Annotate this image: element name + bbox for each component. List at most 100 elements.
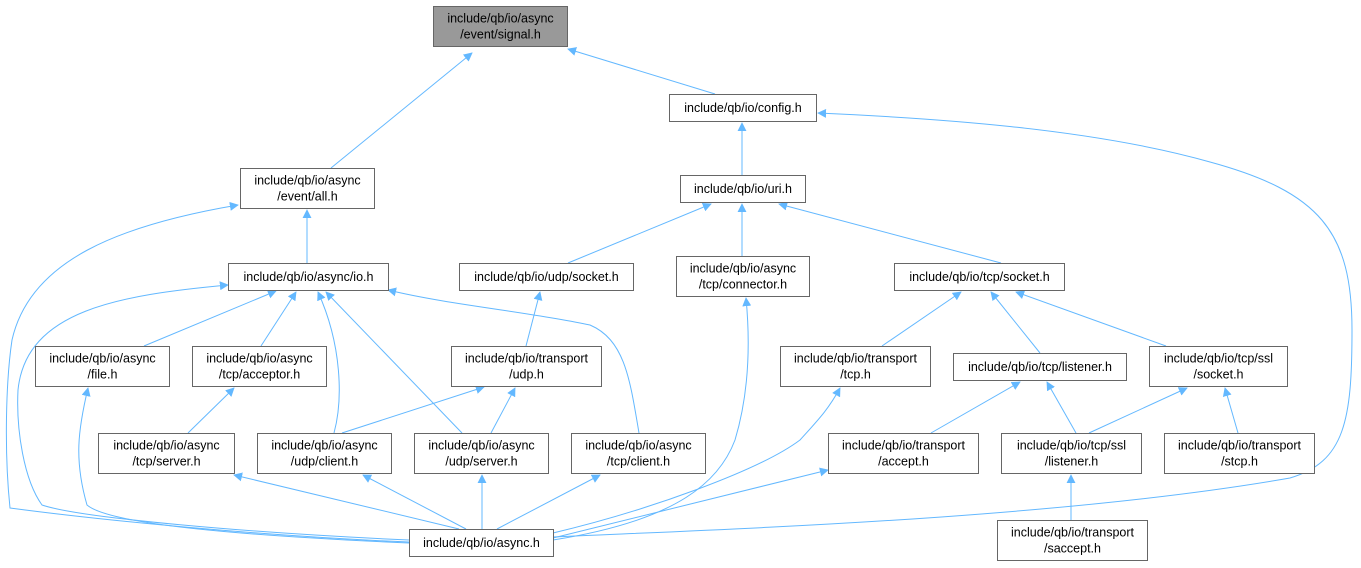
edge-async-to-io: [17, 281, 410, 541]
node-label: include/qb/io/uri.h: [694, 182, 792, 196]
node-label: /udp/client.h: [291, 455, 358, 469]
node-transstcp[interactable]: include/qb/io/transport/stcp.h: [1164, 433, 1315, 474]
node-label: include/qb/io/async: [428, 439, 534, 453]
edge-transaccept-to-tcplistener: [930, 381, 1021, 434]
edge-tcpacceptor-to-io: [260, 291, 297, 347]
node-label: include/qb/io/async.h: [423, 536, 540, 550]
node-transtcp[interactable]: include/qb/io/transport/tcp.h: [780, 346, 931, 387]
edge-sslsocket-to-tcpsocket: [1015, 290, 1167, 347]
node-box: [451, 346, 602, 387]
node-transudp[interactable]: include/qb/io/transport/udp.h: [451, 346, 602, 387]
edge-async-to-udpclient: [362, 474, 467, 530]
edge-transudp-to-udpsocket: [525, 291, 543, 347]
node-tcplistener[interactable]: include/qb/io/tcp/listener.h: [953, 353, 1127, 381]
node-label: /file.h: [88, 368, 118, 382]
edge-config-to-signal: [567, 47, 716, 95]
node-label: /tcp/acceptor.h: [219, 368, 300, 382]
node-label: include/qb/io/async: [206, 352, 312, 366]
node-label: include/qb/io/udp/socket.h: [474, 270, 619, 284]
node-label: include/qb/io/tcp/socket.h: [909, 270, 1049, 284]
node-config[interactable]: include/qb/io/config.h: [669, 94, 817, 122]
node-label: include/qb/io/transport: [465, 352, 589, 366]
node-box: [953, 353, 1127, 381]
node-box: [676, 256, 810, 297]
node-label: /saccept.h: [1044, 542, 1101, 556]
node-uri[interactable]: include/qb/io/uri.h: [680, 175, 806, 203]
node-box: [1149, 346, 1288, 387]
node-async[interactable]: include/qb/io/async.h: [409, 529, 554, 557]
node-udpclient[interactable]: include/qb/io/async/udp/client.h: [257, 433, 392, 474]
node-eventall[interactable]: include/qb/io/async/event/all.h: [240, 168, 375, 209]
node-udpsocket[interactable]: include/qb/io/udp/socket.h: [459, 263, 634, 291]
node-sslsocket[interactable]: include/qb/io/tcp/ssl/socket.h: [1149, 346, 1288, 387]
node-label: include/qb/io/async: [113, 439, 219, 453]
node-box: [828, 433, 979, 474]
node-tcpclient[interactable]: include/qb/io/async/tcp/client.h: [571, 433, 706, 474]
edge-async-to-tcpconnector: [552, 297, 752, 541]
graph-edges: [5, 47, 1353, 544]
node-label: /accept.h: [878, 455, 929, 469]
node-box: [1164, 433, 1315, 474]
edge-udpclient-to-transudp: [341, 385, 485, 434]
edge-ssllistener-to-sslsocket: [1088, 387, 1188, 434]
node-label: include/qb/io/tcp/listener.h: [968, 360, 1112, 374]
node-transsaccept[interactable]: include/qb/io/transport/saccept.h: [997, 520, 1148, 561]
node-box: [894, 263, 1065, 291]
edge-async-to-eventall: [5, 201, 410, 543]
node-label: include/qb/io/transport: [794, 352, 918, 366]
node-label: /socket.h: [1193, 368, 1243, 382]
edge-transtcp-to-tcpsocket: [881, 291, 962, 347]
node-label: include/qb/io/tcp/ssl: [1017, 439, 1126, 453]
node-box: [414, 433, 549, 474]
node-label: /tcp/connector.h: [699, 278, 787, 292]
node-io[interactable]: include/qb/io/async/io.h: [228, 263, 389, 291]
node-udpserver[interactable]: include/qb/io/async/udp/server.h: [414, 433, 549, 474]
graph-nodes: include/qb/io/async/event/signal.hinclud…: [35, 6, 1315, 561]
node-label: include/qb/io/transport: [1178, 439, 1302, 453]
node-transaccept[interactable]: include/qb/io/transport/accept.h: [828, 433, 979, 474]
node-tcpacceptor[interactable]: include/qb/io/async/tcp/acceptor.h: [192, 346, 327, 387]
edge-tcpserver-to-tcpacceptor: [187, 387, 235, 434]
edge-transstcp-to-sslsocket: [1222, 387, 1239, 434]
node-file[interactable]: include/qb/io/async/file.h: [35, 346, 170, 387]
edge-tcpsocket-to-uri: [778, 201, 1002, 264]
edge-async-to-config: [552, 108, 1353, 538]
node-label: /listener.h: [1045, 455, 1099, 469]
node-box: [459, 263, 634, 291]
node-box: [1001, 433, 1142, 474]
node-box: [35, 346, 170, 387]
node-label: include/qb/io/async: [49, 352, 155, 366]
node-label: include/qb/io/async/io.h: [244, 270, 374, 284]
node-box: [228, 263, 389, 291]
node-ssllistener[interactable]: include/qb/io/tcp/ssl/listener.h: [1001, 433, 1142, 474]
node-box: [433, 6, 568, 47]
node-label: /tcp.h: [840, 368, 871, 382]
node-label: include/qb/io/async: [254, 174, 360, 188]
edge-async-to-tcpclient: [496, 474, 601, 530]
node-label: include/qb/io/async: [271, 439, 377, 453]
edge-udpserver-to-transudp: [490, 387, 516, 434]
node-label: /udp/server.h: [445, 455, 517, 469]
node-box: [192, 346, 327, 387]
edge-eventall-to-signal: [330, 52, 473, 169]
node-label: include/qb/io/async: [585, 439, 691, 453]
node-box: [98, 433, 235, 474]
node-label: /tcp/client.h: [607, 455, 670, 469]
node-label: include/qb/io/async: [447, 12, 553, 26]
edge-async-to-file: [78, 387, 410, 544]
node-box: [257, 433, 392, 474]
node-label: /stcp.h: [1221, 455, 1258, 469]
edge-ssllistener-to-tcplistener: [1046, 381, 1077, 434]
node-signal[interactable]: include/qb/io/async/event/signal.h: [433, 6, 568, 47]
edge-async-to-transaccept: [552, 467, 829, 539]
node-box: [680, 175, 806, 203]
node-tcpserver[interactable]: include/qb/io/async/tcp/server.h: [98, 433, 235, 474]
node-tcpconnector[interactable]: include/qb/io/async/tcp/connector.h: [676, 256, 810, 297]
node-tcpsocket[interactable]: include/qb/io/tcp/socket.h: [894, 263, 1065, 291]
edge-tcplistener-to-tcpsocket: [990, 291, 1041, 354]
node-label: /event/signal.h: [460, 28, 541, 42]
edge-async-to-transtcp: [552, 387, 841, 534]
edge-async-to-tcpserver: [233, 472, 460, 530]
node-label: include/qb/io/transport: [1011, 526, 1135, 540]
